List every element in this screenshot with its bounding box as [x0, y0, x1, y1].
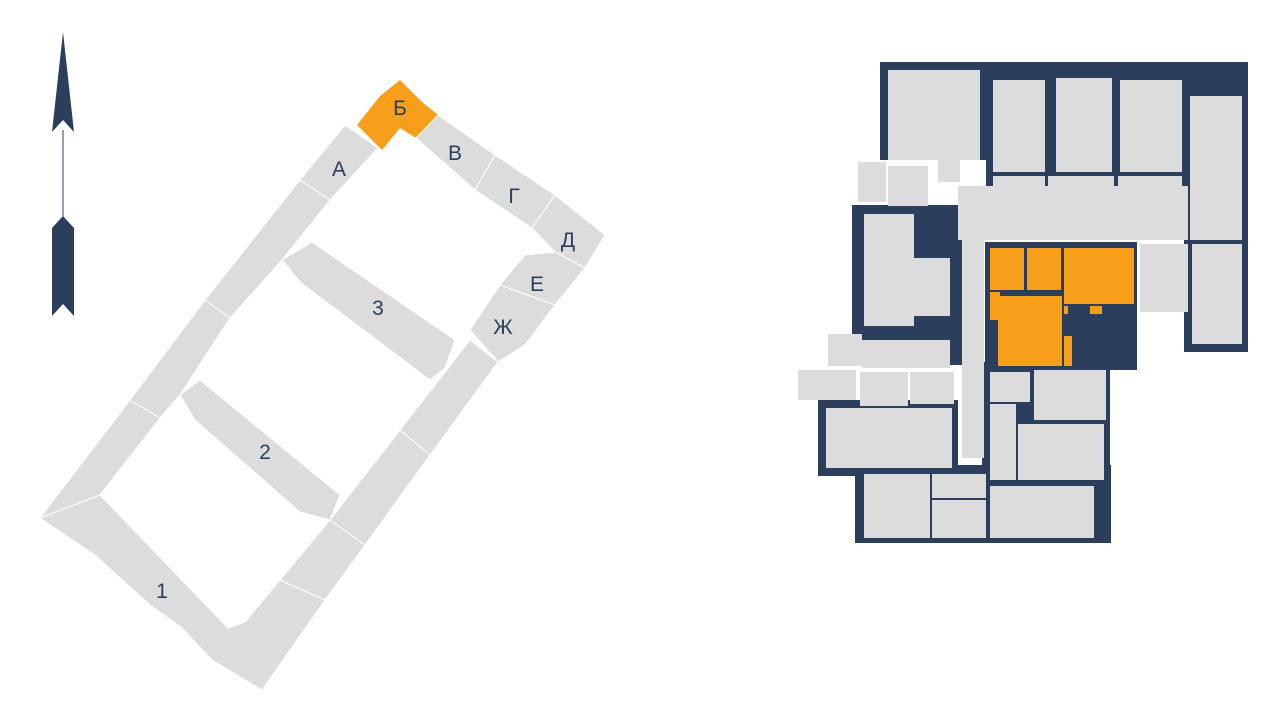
section-label-3: 3: [372, 297, 384, 320]
section-3-west-wing[interactable]: [204, 179, 331, 319]
north-arrow-icon: [52, 32, 74, 316]
section-label-Е: Е: [530, 273, 544, 296]
section-label-А: А: [332, 158, 346, 181]
section-label-В: В: [448, 142, 462, 165]
section-label-Б: Б: [393, 97, 407, 120]
section-3[interactable]: [281, 241, 456, 381]
section-А[interactable]: [299, 124, 379, 201]
section-2-west-wing[interactable]: [129, 299, 231, 419]
section-label-Д: Д: [561, 229, 575, 252]
section-label-2: 2: [259, 441, 271, 464]
section-label-Ж: Ж: [493, 316, 513, 339]
section-Д[interactable]: [531, 194, 606, 269]
site-plan: 1 2 3 А Б В Г Д Е Ж: [38, 80, 606, 691]
floor-plan: [798, 62, 1248, 543]
selected-apartment[interactable]: [985, 242, 1137, 370]
section-1[interactable]: [38, 494, 326, 691]
section-label-1: 1: [156, 580, 168, 603]
section-Ж[interactable]: [469, 284, 556, 363]
section-Б[interactable]: [357, 80, 438, 150]
section-2-east-wing[interactable]: [329, 429, 431, 546]
section-label-Г: Г: [508, 185, 519, 208]
